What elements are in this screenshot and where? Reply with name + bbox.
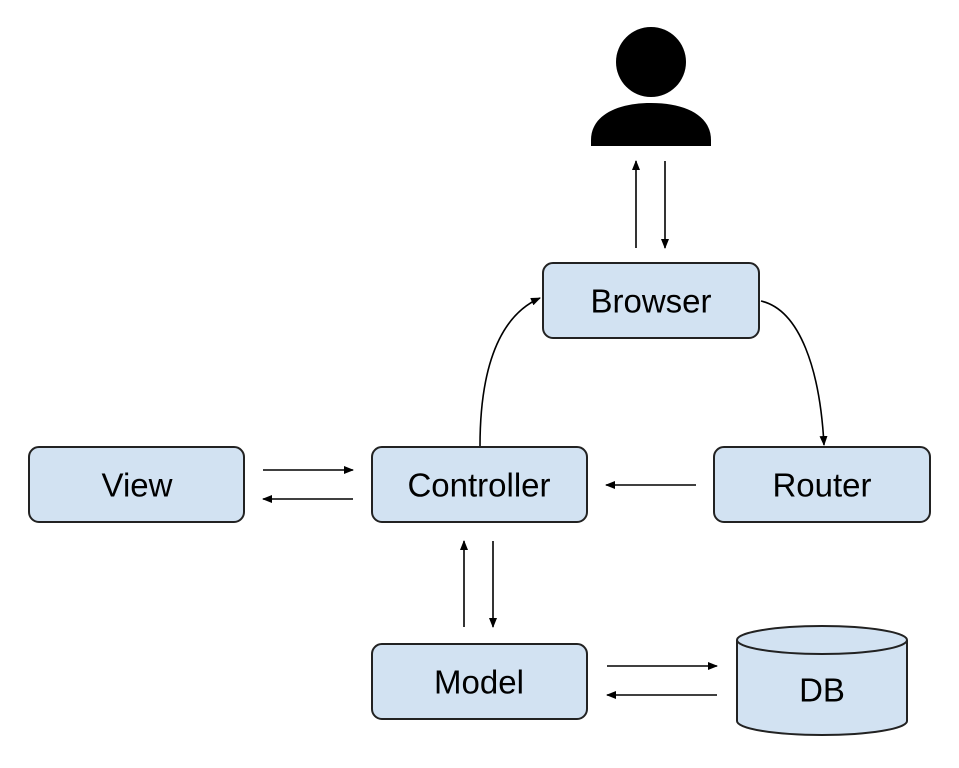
view-label: View xyxy=(102,467,173,504)
router-label: Router xyxy=(772,467,871,504)
model-node: Model xyxy=(371,643,588,720)
user-icon xyxy=(591,27,711,146)
model-label: Model xyxy=(434,664,524,701)
view-node: View xyxy=(28,446,245,523)
router-node: Router xyxy=(713,446,931,523)
controller-node: Controller xyxy=(371,446,588,523)
controller-to-browser-arrow xyxy=(479,297,541,447)
browser-node: Browser xyxy=(542,262,760,339)
db-node: DB xyxy=(736,625,908,736)
browser-label: Browser xyxy=(590,283,711,320)
browser-to-router-arrow xyxy=(760,300,828,446)
controller-label: Controller xyxy=(407,467,550,504)
db-label: DB xyxy=(799,672,845,709)
